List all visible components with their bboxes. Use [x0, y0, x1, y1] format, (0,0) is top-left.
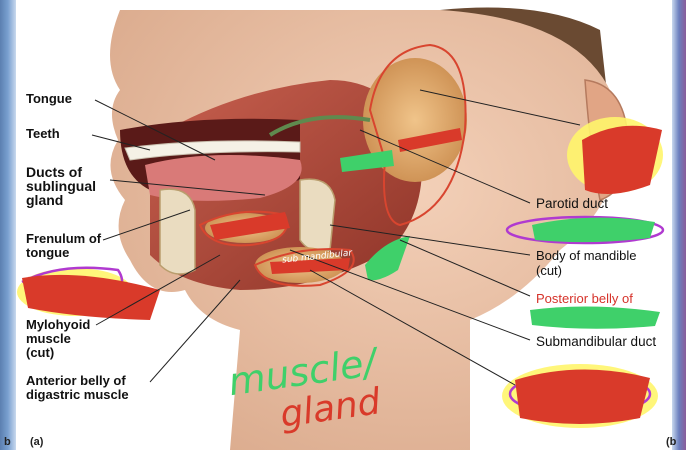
label-frenulum: Frenulum of tongue: [26, 231, 102, 260]
red-scribble-parotid: [398, 128, 462, 152]
red-outline-sublingual: [198, 210, 288, 247]
mandible-left: [159, 188, 196, 275]
red-scribble-top-right: [582, 125, 662, 194]
upper-teeth: [124, 140, 301, 161]
red-scribble-submandibular: [270, 258, 350, 274]
label-posterior-belly: Posterior belly of: [536, 291, 633, 306]
label-tongue: Tongue: [26, 91, 72, 106]
label-mylohyoid: Mylohyoid muscle (cut): [26, 317, 91, 360]
magenta-outline-body: [505, 215, 665, 245]
label-teeth: Teeth: [26, 126, 60, 141]
figure-label-panel-a: (a): [30, 436, 44, 448]
tongue-shape: [145, 155, 302, 201]
mandible-right: [299, 178, 336, 252]
leader-lines: [91, 89, 581, 386]
red-scribble-left: [22, 274, 160, 320]
red-scribble-sublingual: [210, 212, 290, 240]
figure-label-b-left: b: [4, 436, 11, 448]
label-parotid-duct: Parotid duct: [536, 196, 609, 211]
label-anterior-belly: Anterior belly of digastric muscle: [26, 373, 129, 402]
red-outline-parotid: [368, 43, 467, 227]
label-body-mandible: Body of mandible (cut): [536, 248, 637, 278]
green-scribble-body: [532, 217, 655, 243]
label-ducts-sublingual: Ducts of sublingual gland: [26, 164, 96, 208]
green-scribble-parotid: [340, 150, 394, 172]
left-page-edge: [0, 0, 16, 450]
red-scribble-bottom-right: [515, 369, 650, 424]
green-scribble-posterior: [530, 306, 660, 329]
right-page-edge: [672, 0, 686, 450]
label-submandibular-duct: Submandibular duct: [536, 334, 657, 349]
parotid-duct-line: [268, 115, 371, 137]
green-scribble-neck: [365, 236, 410, 281]
figure-label-b-right: (b: [666, 436, 677, 448]
